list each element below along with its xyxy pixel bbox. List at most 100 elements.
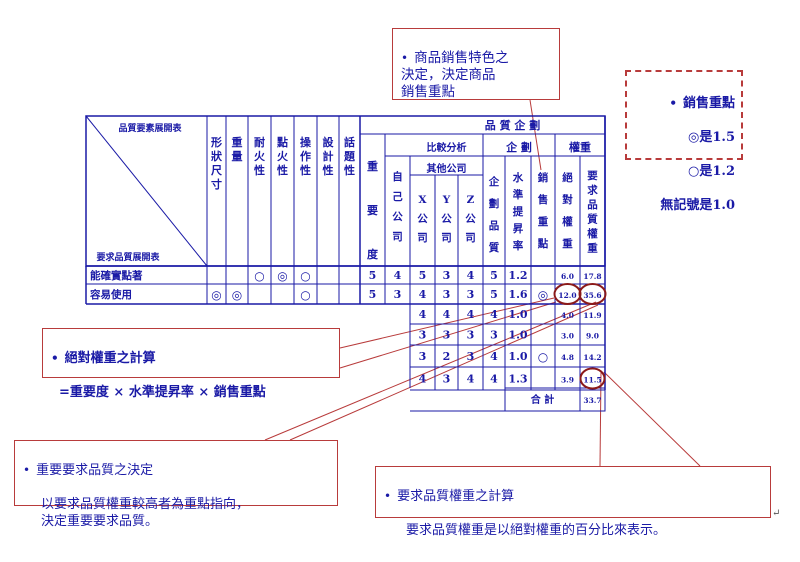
- key-circle: ○是1.2: [688, 164, 735, 179]
- cell-value: 4: [419, 308, 427, 321]
- grid-line: [85, 115, 208, 267]
- req-weight-header: 要: [587, 170, 598, 182]
- weight-title: 要求品質權重之計算: [397, 489, 515, 504]
- quality-col-header: 量: [232, 150, 243, 163]
- level-rate-value: 1.6: [508, 288, 527, 301]
- decision-title: 重要要求品質之決定: [36, 463, 154, 478]
- importance-header: 重: [367, 159, 378, 173]
- quality-col-header: 火: [254, 150, 266, 163]
- level-rate-header: 水: [512, 171, 524, 184]
- absolute-formula: =重要度 × 水準提昇率 × 銷售重點: [59, 385, 266, 400]
- quality-col-header: 寸: [211, 177, 222, 191]
- level-rate-value: 1.0: [508, 350, 527, 363]
- quality-col-header: 性: [254, 163, 265, 177]
- plan-quality-header: 企: [488, 175, 500, 188]
- callout-key-quality: •重要要求品質之決定 以要求品質權重較高者為重點指向， 決定重要要求品質。: [14, 440, 338, 529]
- relation-mark: ◎: [277, 269, 287, 283]
- level-rate-header: 提: [513, 205, 524, 218]
- cell-value: 4: [490, 373, 498, 386]
- cell-value: 5: [490, 288, 498, 301]
- cell-value: 4: [419, 373, 427, 386]
- competitor-header: 司: [441, 232, 452, 244]
- callout-sales-point-key: •銷售重點 ◎是1.5 ○是1.2 無記號是1.0: [625, 70, 743, 213]
- quality-col-header: 狀: [211, 149, 223, 163]
- abs-weight-header: 權: [562, 215, 573, 228]
- cell-value: 3: [443, 373, 451, 386]
- req-weight-value: 35.6: [583, 291, 601, 300]
- grid-line: [264, 301, 597, 441]
- relation-mark: ○: [254, 269, 264, 283]
- callout-absolute-weight: •絕對權重之計算 =重要度 × 水準提昇率 × 銷售重點: [42, 328, 340, 400]
- cell-value: 4: [419, 288, 427, 301]
- relation-mark: ◎: [232, 288, 242, 302]
- req-weight-header: 品: [587, 199, 598, 211]
- highlight-circle: [578, 283, 607, 305]
- quality-col-header: 話: [344, 135, 355, 149]
- cell-value: 4: [394, 269, 402, 282]
- abs-weight-value: 3.0: [561, 332, 574, 341]
- quality-col-header: 性: [277, 163, 288, 177]
- cell-value: 5: [369, 269, 377, 282]
- req-weight-header: 權: [587, 227, 598, 240]
- key-title: 銷售重點: [682, 96, 735, 111]
- req-weight-header: 質: [587, 213, 598, 226]
- bullet-icon: •: [401, 51, 409, 65]
- other-companies-header: 其他公司: [427, 162, 467, 175]
- level-rate-value: 1.0: [508, 308, 527, 321]
- return-mark: ↵: [772, 508, 781, 519]
- relation-mark: ○: [300, 288, 310, 302]
- sales-point-header: 銷: [538, 171, 549, 184]
- total-label: 合 計: [530, 393, 554, 406]
- callout-sales-feature: •商品銷售特色之 決定，決定商品 銷售重點: [392, 28, 560, 100]
- bullet-icon: •: [669, 96, 677, 110]
- quality-col-header: 操: [300, 135, 312, 149]
- level-rate-header: 昇: [513, 223, 524, 235]
- sales-point-header: 點: [537, 237, 549, 250]
- quality-col-header: 點: [276, 135, 288, 149]
- self-company-header: 己: [392, 191, 403, 203]
- competitor-header: Z: [467, 194, 475, 206]
- competitor-header: Y: [442, 194, 451, 206]
- cell-value: 5: [490, 269, 498, 282]
- competitor-header: 公: [417, 213, 428, 225]
- req-weight-value: 9.0: [586, 332, 599, 341]
- cell-value: 3: [467, 329, 475, 342]
- cell-value: 4: [467, 269, 475, 282]
- quality-col-header: 題: [344, 150, 356, 163]
- cell-value: 3: [443, 288, 451, 301]
- cell-value: 3: [490, 329, 498, 342]
- competitor-header: X: [418, 194, 427, 206]
- grid-line: [529, 99, 542, 171]
- sales-point-header: 重: [538, 215, 549, 228]
- importance-header: 度: [367, 247, 379, 261]
- row-label: 能確實點著: [90, 269, 143, 282]
- competitor-header: 公: [465, 213, 476, 225]
- self-company-header: 公: [392, 211, 403, 223]
- quality-col-header: 作: [300, 149, 311, 163]
- self-company-header: 司: [392, 231, 403, 243]
- callout-req-weight: •要求品質權重之計算 要求品質權重是以絕對權重的百分比來表示。: [375, 466, 771, 538]
- sales-point-mark: ○: [538, 350, 548, 364]
- abs-weight-value: 4.8: [561, 353, 574, 362]
- cell-value: 5: [369, 288, 377, 301]
- abs-weight-header: 絕: [562, 171, 573, 184]
- cell-value: 4: [490, 308, 498, 321]
- req-weight-header: 重: [587, 242, 598, 255]
- weight-header: 權重: [569, 140, 591, 154]
- grid-line: [339, 297, 555, 349]
- competitor-header: 公: [441, 213, 452, 225]
- plan-header: 企 劃: [505, 140, 532, 154]
- bullet-icon: •: [23, 463, 31, 477]
- req-weight-header: 求: [587, 184, 598, 197]
- grid-line: [603, 371, 701, 467]
- grid-cell: [504, 387, 606, 412]
- comparison-header: 比較分析: [427, 141, 467, 154]
- cell-value: 4: [490, 350, 498, 363]
- importance-header: 要: [367, 204, 378, 217]
- connector-lines: [264, 99, 701, 467]
- abs-weight-header: 重: [562, 237, 573, 250]
- quality-col-header: 形: [211, 136, 222, 149]
- key-none: 無記號是1.0: [660, 198, 735, 213]
